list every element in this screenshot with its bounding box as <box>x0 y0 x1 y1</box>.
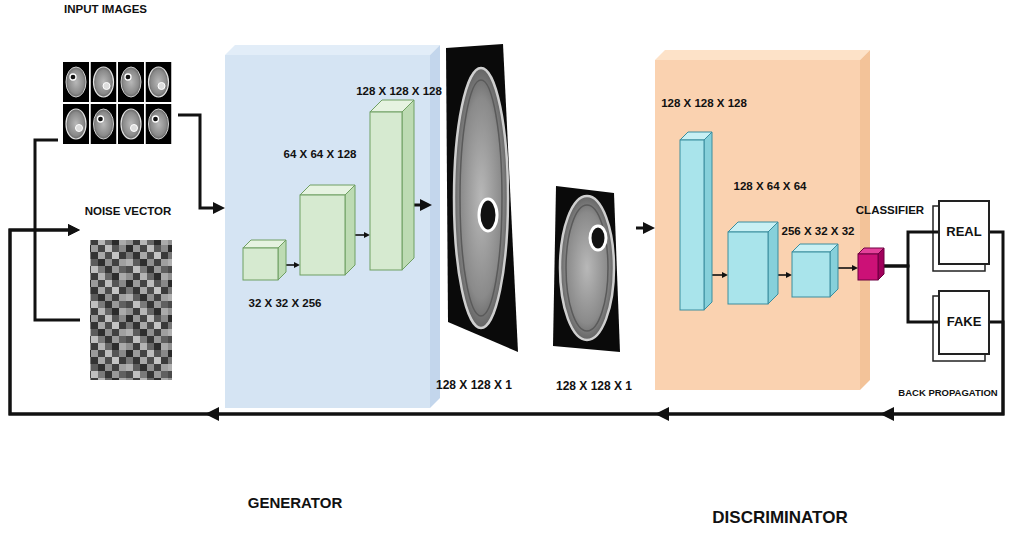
layer-size: 128 X 64 X 64 <box>734 180 807 193</box>
image-group: 128 X 128 X 1 <box>432 45 520 395</box>
mri-thumbnails <box>118 104 144 144</box>
image-group: 128 X 128 X 1 <box>548 180 636 395</box>
generated-mri <box>454 68 508 328</box>
edge-label: BACK PROPAGATION <box>896 388 999 399</box>
cube-front <box>792 252 830 297</box>
image-caption: NOISE VECTOR <box>85 205 172 218</box>
connector <box>10 230 1003 414</box>
image-caption: 128 X 128 X 1 <box>556 380 632 394</box>
cube-outline <box>300 185 355 275</box>
input-mri <box>553 186 620 352</box>
layer-cube: 64 X 64 X 128 <box>300 185 355 275</box>
input-mri <box>553 186 620 352</box>
layer-cube: CLASSIFIER <box>858 248 884 280</box>
mri-thumbnails <box>146 62 172 102</box>
generator-panel-face <box>225 45 440 408</box>
cube-front <box>858 254 878 280</box>
image-caption: INPUT IMAGES <box>64 3 147 16</box>
connector <box>414 204 426 207</box>
discriminator-panel-face <box>655 50 870 60</box>
generator-panel-face <box>430 45 440 408</box>
generated-mri <box>479 199 497 231</box>
mri-thumbnails <box>118 62 144 102</box>
connector <box>712 274 725 276</box>
classifier-label: CLASSIFIER <box>856 204 924 217</box>
cube-outline <box>370 100 414 270</box>
discriminator-panel-face <box>655 50 870 390</box>
connector <box>884 266 938 322</box>
cube-side <box>768 222 778 304</box>
generated-mri <box>460 80 502 316</box>
cube-side <box>345 185 355 275</box>
layer-size: 64 X 64 X 128 <box>284 148 357 161</box>
network-panel: DISCRIMINATOR128 X 128 X 128128 X 64 X 6… <box>655 60 860 390</box>
cube-front <box>680 140 704 310</box>
mri-thumbnails <box>91 104 117 144</box>
mri-thumbnails <box>63 62 172 144</box>
class-label: FAKE <box>947 315 982 330</box>
cube-side <box>878 248 884 280</box>
input-mri <box>590 226 606 250</box>
network-name: GENERATOR <box>248 494 342 511</box>
cube-front <box>243 248 278 280</box>
image-group: INPUT IMAGES <box>58 2 178 148</box>
discriminator-panel-face <box>655 60 860 390</box>
layer-size: 128 X 128 X 128 <box>661 97 747 110</box>
connector <box>636 227 649 230</box>
connector <box>838 267 855 269</box>
input-mri <box>560 196 614 340</box>
mri-thumbnails <box>91 62 117 102</box>
cube-outline <box>858 248 884 280</box>
connector <box>286 264 297 266</box>
generated-mri <box>446 44 518 352</box>
connector <box>355 234 367 236</box>
cube-side <box>704 132 712 310</box>
class-label: REAL <box>946 225 981 240</box>
connector <box>178 115 219 208</box>
cube-outline <box>680 132 712 310</box>
network-panel: GENERATOR32 X 32 X 25664 X 64 X 128128 X… <box>225 55 430 408</box>
cube-outline <box>792 244 838 297</box>
mri-thumbnails <box>146 104 172 144</box>
generated-mri <box>446 44 518 352</box>
layer-size: 32 X 32 X 256 <box>249 297 322 310</box>
layer-cube: 128 X 128 X 128 <box>680 132 712 310</box>
layer-cube: 256 X 32 X 32 <box>792 244 838 297</box>
cube-side <box>278 240 286 280</box>
mri-thumbnails <box>63 62 89 102</box>
network-name: DISCRIMINATOR <box>712 508 847 528</box>
output-box: FAKE <box>938 290 990 355</box>
layer-cube: 32 X 32 X 256 <box>243 240 286 280</box>
mri-thumbnails <box>63 104 89 144</box>
layer-size: 128 X 128 X 128 <box>356 85 442 98</box>
discriminator-panel-face <box>860 50 870 390</box>
cube-front <box>728 232 768 304</box>
layer-cube: 128 X 128 X 128 <box>370 100 414 270</box>
layer-cube: 128 X 64 X 64 <box>728 222 778 304</box>
generator-panel-face <box>225 55 430 408</box>
cube-outline <box>243 240 286 280</box>
input-mri <box>566 205 608 331</box>
connector <box>10 230 1003 414</box>
generator-panel-face <box>225 45 440 55</box>
cube-side <box>830 244 838 297</box>
connector <box>884 232 938 266</box>
cube-front <box>370 112 402 270</box>
cube-front <box>300 195 345 275</box>
image-caption: 128 X 128 X 1 <box>436 379 512 393</box>
cube-outline <box>728 222 778 304</box>
layer-size: 256 X 32 X 32 <box>782 225 855 238</box>
image-group: NOISE VECTOR <box>80 205 176 382</box>
output-box: REAL <box>938 200 990 265</box>
connector <box>778 274 789 276</box>
noise-image <box>90 240 172 380</box>
cube-side <box>402 100 414 270</box>
